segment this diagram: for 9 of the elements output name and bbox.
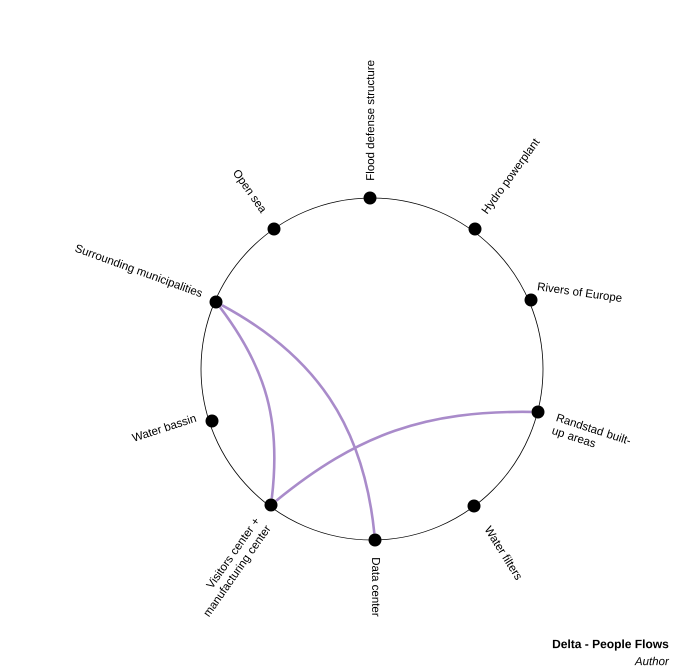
flow-line (221, 304, 376, 534)
node-label: Data center (372, 558, 380, 616)
title: Delta - People Flows (552, 639, 668, 651)
flow-line (219, 306, 276, 498)
node-label: Water bassin (131, 416, 196, 442)
flow-line (275, 410, 532, 502)
author-note: Author (634, 656, 670, 666)
node-label: Flood defense structure (366, 60, 374, 180)
node-label: Rivers of Europe (538, 282, 622, 303)
